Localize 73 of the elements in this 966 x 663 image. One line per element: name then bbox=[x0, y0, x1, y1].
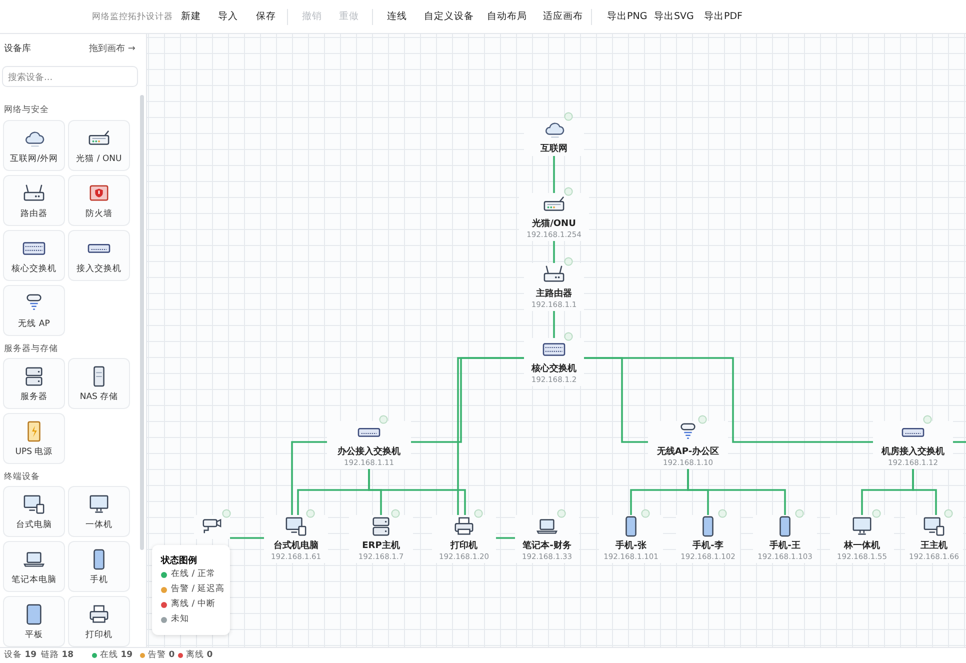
connector-line bbox=[368, 469, 466, 515]
device-card: 互联网/外网 bbox=[3, 120, 65, 171]
device-card: 核心交换机 bbox=[3, 230, 65, 281]
connector-line bbox=[553, 311, 555, 338]
status-count: 链路 18 bbox=[41, 649, 74, 661]
toolbar-button: 自定义设备 bbox=[424, 10, 474, 23]
connector-line bbox=[496, 537, 515, 539]
toolbar-button: 撤销 bbox=[302, 10, 322, 23]
legend-text: 离线 / 中断 bbox=[171, 598, 216, 610]
device-name: 无线AP-办公区 bbox=[656, 446, 720, 458]
device-card: 光猫 / ONU bbox=[68, 120, 130, 171]
toolbar-button: 导出PDF bbox=[704, 10, 743, 23]
device-card: 无线 AP bbox=[3, 285, 65, 336]
toolbar-button: 导出PNG bbox=[607, 10, 648, 23]
device-name: 笔记本-财务 bbox=[522, 540, 572, 552]
device-card: 手机 bbox=[68, 541, 130, 592]
device-card: 防火墙 bbox=[68, 175, 130, 226]
app-subtitle: 网络监控拓扑设计器 bbox=[92, 11, 173, 23]
panel-hint: 拖到画布 → bbox=[89, 42, 136, 55]
toolbar-button: 重做 bbox=[339, 10, 359, 23]
device-name: 互联网 bbox=[540, 143, 568, 155]
status-count: 设备 19 bbox=[4, 649, 37, 661]
section-heading: 服务器与存储 bbox=[4, 343, 58, 355]
device-name: ERP主机 bbox=[362, 540, 400, 552]
device-name: 办公接入交换机 bbox=[338, 446, 400, 458]
device-name: 手机-张 bbox=[616, 540, 646, 552]
toolbar-button: 适应画布 bbox=[543, 10, 583, 23]
device-card: 路由器 bbox=[3, 175, 65, 226]
device-name: 核心交换机 bbox=[532, 363, 576, 375]
legend-text: 告警 / 延迟高 bbox=[171, 583, 224, 595]
device-name: 手机-王 bbox=[770, 540, 800, 552]
connector-line bbox=[291, 441, 327, 515]
status-count: 在线 19 bbox=[100, 649, 133, 661]
search-field: 搜索设备... bbox=[2, 66, 138, 87]
toolbar-button: 导入 bbox=[218, 10, 238, 23]
device-card: 接入交换机 bbox=[68, 230, 130, 281]
section-heading: 终端设备 bbox=[4, 471, 40, 483]
status-count: 离线 0 bbox=[186, 649, 213, 661]
toolbar-button: 保存 bbox=[256, 10, 276, 23]
legend-text: 在线 / 正常 bbox=[171, 568, 216, 580]
device-card: 服务器 bbox=[3, 358, 65, 409]
device-card: NAS 存储 bbox=[68, 358, 130, 409]
device-name: 手机-李 bbox=[692, 540, 724, 552]
device-card: 一体机 bbox=[68, 486, 130, 537]
device-card: 笔记本电脑 bbox=[3, 541, 65, 592]
connector-line bbox=[912, 469, 937, 515]
device-name: 光猫/ONU bbox=[532, 218, 576, 230]
connector-line bbox=[553, 241, 555, 263]
status-count: 告警 0 bbox=[148, 649, 175, 661]
device-name: 主路由器 bbox=[536, 288, 572, 300]
legend-title: 状态图例 bbox=[161, 554, 197, 567]
connector-line bbox=[584, 357, 873, 443]
toolbar-button: 自动布局 bbox=[487, 10, 527, 23]
connector-line bbox=[457, 357, 524, 515]
connector-line bbox=[687, 469, 786, 515]
device-card: 台式电脑 bbox=[3, 486, 65, 537]
toolbar-button: 新建 bbox=[181, 10, 201, 23]
device-name: 机房接入交换机 bbox=[882, 446, 944, 458]
section-heading: 网络与安全 bbox=[4, 104, 49, 116]
connector-line bbox=[230, 537, 264, 539]
connector-line bbox=[553, 156, 555, 193]
device-card: 打印机 bbox=[68, 596, 130, 647]
connector-line bbox=[953, 441, 966, 443]
device-card: UPS 电源 bbox=[3, 413, 65, 464]
device-name: 林一体机 bbox=[844, 540, 880, 552]
toolbar-button: 导出SVG bbox=[654, 10, 694, 23]
legend-text: 未知 bbox=[171, 613, 189, 625]
toolbar-button: 连线 bbox=[387, 10, 407, 23]
device-name: 王主机 bbox=[920, 540, 948, 552]
panel-title: 设备库 bbox=[4, 42, 31, 55]
device-name: 打印机 bbox=[450, 540, 478, 552]
device-card: 平板 bbox=[3, 596, 65, 647]
device-name: 台式机电脑 bbox=[274, 540, 318, 552]
